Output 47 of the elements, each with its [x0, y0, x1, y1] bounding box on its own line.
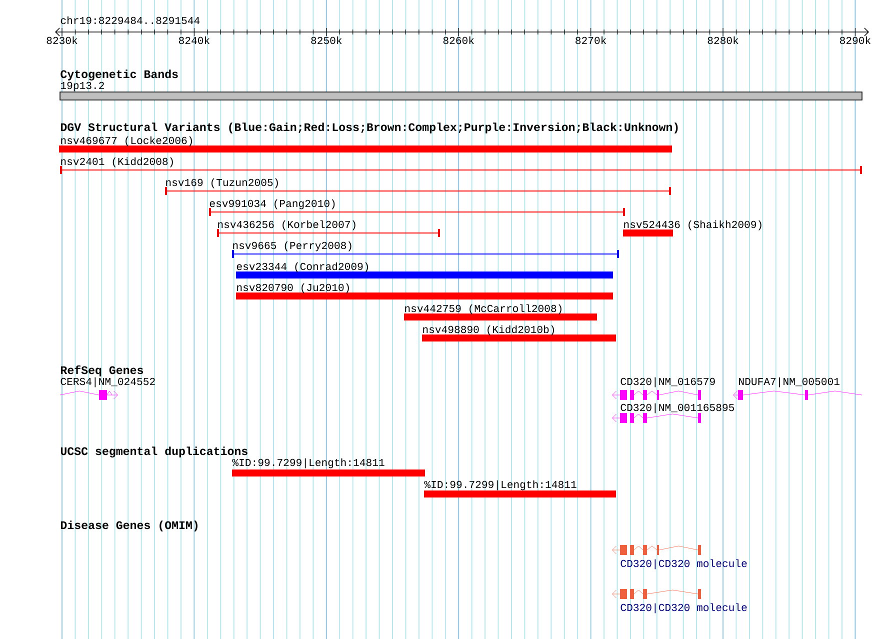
- feature-bar: nsv469677 (Locke2006): [59, 136, 672, 152]
- gene-model: CERS4|NM_024552: [60, 377, 155, 400]
- position-title: chr19:8229484..8291544: [60, 16, 200, 24]
- gene-model: CD320|NM_001165895: [612, 403, 734, 423]
- node-label: nsv469677 (Locke2006): [61, 136, 192, 146]
- node-label: CD320|NM_001165895: [620, 403, 734, 414]
- tick-label: 8240k: [179, 36, 210, 44]
- gene-model: NDUFA7|NM_005001: [733, 377, 862, 400]
- node-label: nsv820790 (Ju2010): [237, 283, 349, 294]
- tick-label: 8270k: [576, 36, 606, 44]
- track-heading: Disease Genes (OMIM): [60, 520, 198, 532]
- node-label: esv23344 (Conrad2009): [236, 262, 368, 272]
- feature-bar: nsv524436 (Shaikh2009): [623, 220, 762, 236]
- node-label: %ID:99.7299|Length:14811: [424, 480, 576, 490]
- node-label: CD320|CD320 molecule: [620, 603, 747, 614]
- node-label: nsv442759 (McCarroll2008): [405, 304, 562, 314]
- gene-model: CD320|NM_016579: [612, 377, 715, 400]
- node-label: CD320|CD320 molecule: [620, 559, 747, 570]
- node-label: CERS4|NM_024552: [60, 377, 155, 388]
- gene-model: CD320|CD320 molecule: [612, 545, 747, 570]
- chromosome-band: 19p13.2: [60, 82, 862, 100]
- feature-bar: nsv442759 (McCarroll2008): [404, 304, 597, 320]
- gene-model: CD320|CD320 molecule: [612, 589, 747, 614]
- node-label: NDUFA7|NM_005001: [739, 377, 840, 388]
- feature-span: nsv436256 (Korbel2007): [217, 220, 440, 237]
- feature-bar: %ID:99.7299|Length:14811: [232, 458, 425, 476]
- feature-span: esv991034 (Pang2010): [209, 199, 625, 216]
- feature-bar: nsv498890 (Kidd2010b): [422, 325, 616, 342]
- node-label: nsv498890 (Kidd2010b): [423, 325, 554, 336]
- tick-label: 8260k: [443, 36, 474, 44]
- node-label: 19p13.2: [60, 82, 104, 92]
- node-label: %ID:99.7299|Length:14811: [232, 458, 384, 468]
- tick-label: 8250k: [311, 36, 342, 44]
- tick-label: 8290k: [840, 36, 871, 44]
- node-label: nsv524436 (Shaikh2009): [624, 220, 762, 230]
- tick-label: 8280k: [708, 36, 738, 44]
- feature-bar: nsv820790 (Ju2010): [236, 283, 613, 300]
- tick-label: 8230k: [46, 36, 78, 44]
- feature-span: nsv9665 (Perry2008): [232, 241, 619, 258]
- track-heading: Cytogenetic Bands: [60, 70, 178, 80]
- feature-span: nsv169 (Tuzun2005): [165, 178, 671, 195]
- feature-bar: %ID:99.7299|Length:14811: [424, 480, 616, 498]
- track-heading: DGV Structural Variants (Blue:Gain;Red:Loss;Brown:Complex;Purple:Inversion;Black:Unknown): [60, 122, 678, 134]
- track-heading: UCSC segmental duplications: [60, 446, 248, 458]
- node-label: CD320|NM_016579: [620, 377, 715, 388]
- feature-bar: esv23344 (Conrad2009): [236, 262, 613, 278]
- feature-span: nsv2401 (Kidd2008): [60, 157, 862, 174]
